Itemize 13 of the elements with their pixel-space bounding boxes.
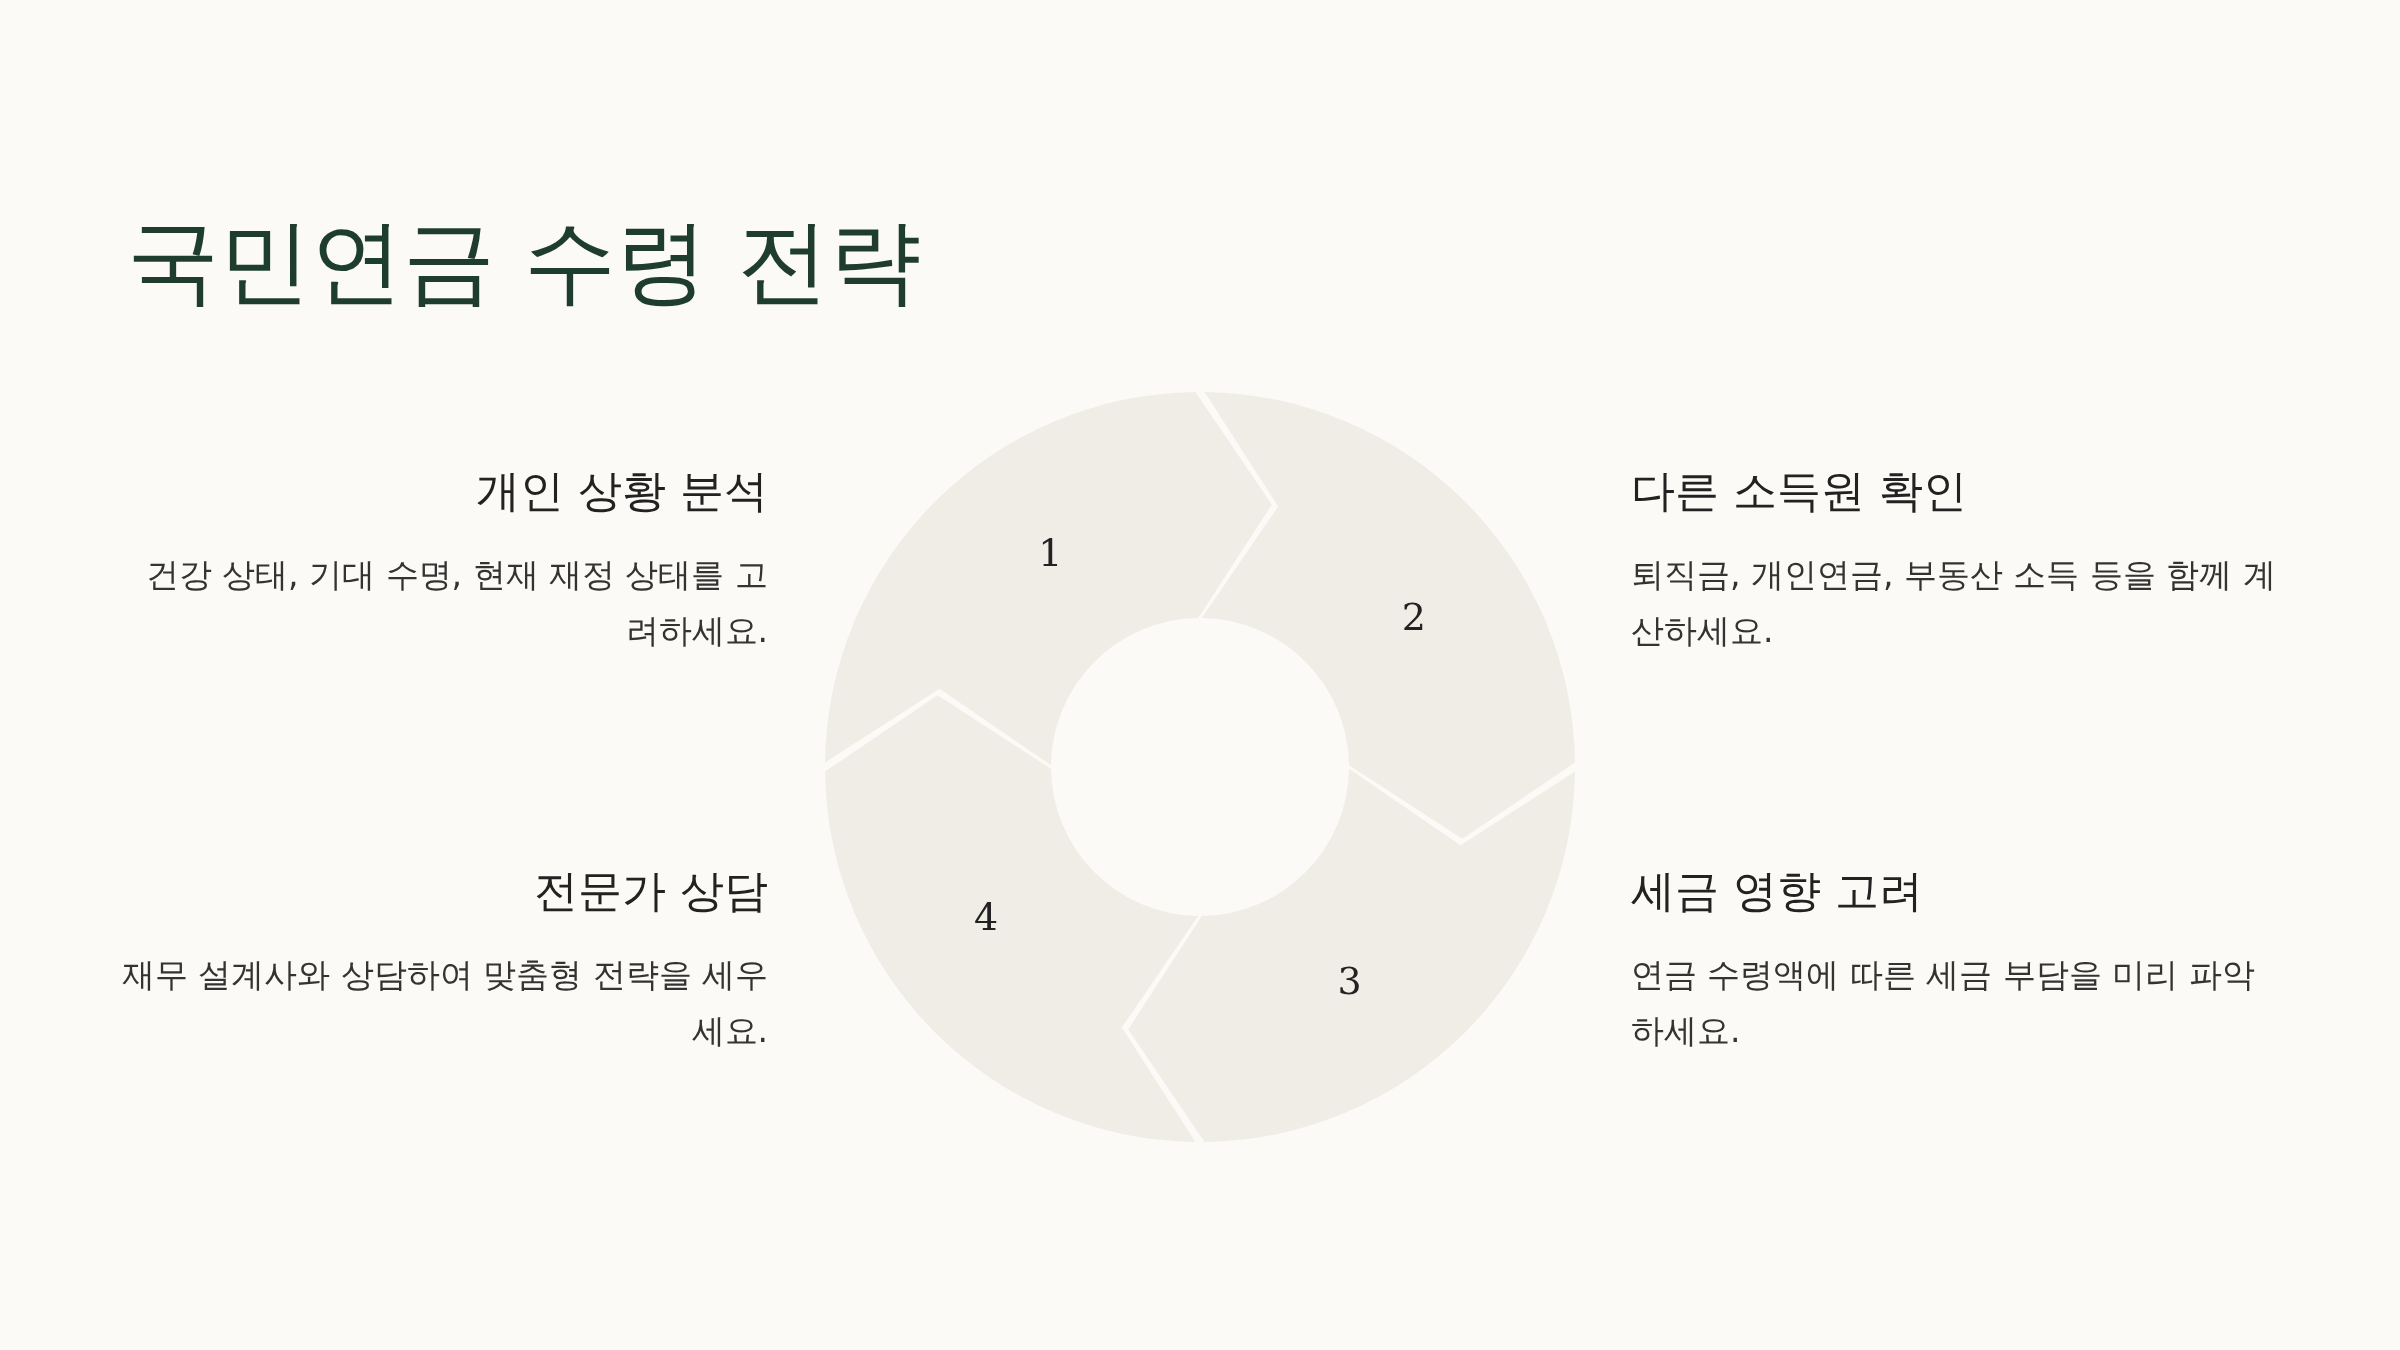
step-heading: 개인 상황 분석 <box>475 464 768 518</box>
step-heading: 세금 영향 고려 <box>1631 864 1924 918</box>
step-number: 2 <box>1401 595 1426 640</box>
step-heading: 전문가 상담 <box>533 864 768 918</box>
step-description: 건강 상태, 기대 수명, 현재 재정 상태를 고려하세요. <box>144 554 768 652</box>
step-description: 연금 수령액에 따른 세금 부담을 미리 파악하세요. <box>1631 954 2256 1052</box>
step-number: 4 <box>974 894 999 939</box>
step-number: 3 <box>1337 958 1362 1003</box>
step-description: 퇴직금, 개인연금, 부동산 소득 등을 함께 계산하세요. <box>1631 554 2277 652</box>
step-description: 재무 설계사와 상담하여 맞춤형 전략을 세우세요. <box>120 954 768 1052</box>
step-number: 1 <box>1038 531 1063 576</box>
step-heading: 다른 소득원 확인 <box>1631 464 1968 518</box>
slide-title: 국민연금 수령 전략 <box>127 207 922 317</box>
